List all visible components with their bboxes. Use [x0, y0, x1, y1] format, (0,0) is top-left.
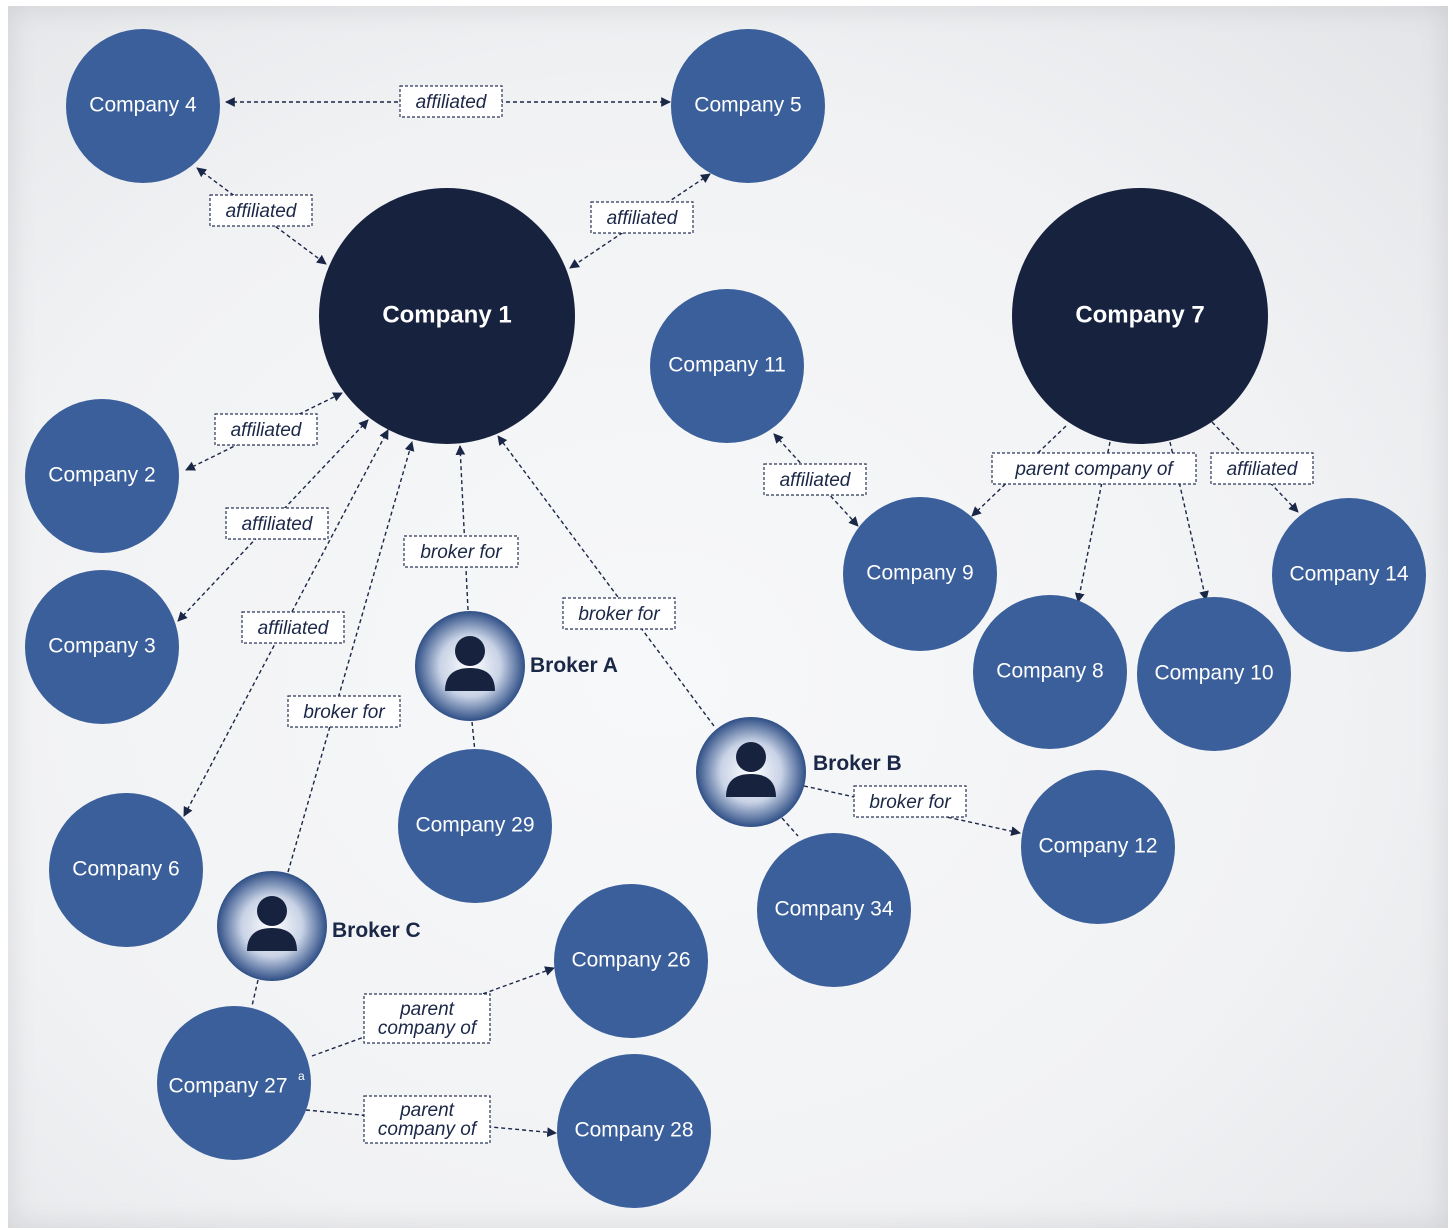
tag-company4-company5: affiliated — [399, 85, 503, 118]
tag-text-line2: company of — [378, 1119, 478, 1140]
edge-brokerA-company1 — [455, 445, 469, 611]
tag-company27-company28: parent company of — [363, 1095, 491, 1144]
tag-company5-company1: affiliated — [590, 201, 694, 234]
broker-a[interactable]: Broker A — [415, 611, 618, 721]
tag-company7-company14: affiliated — [1210, 452, 1314, 485]
node-label: Company 10 — [1154, 662, 1273, 685]
tag-text-line1: parent — [399, 1100, 455, 1121]
network-diagram: affiliated affiliated affiliated affilia… — [25, 29, 1426, 1208]
node-label: Company 2 — [48, 464, 155, 487]
tag-text: affiliated — [1227, 459, 1299, 480]
edge-brokerA-company29 — [471, 721, 476, 753]
edge-brokerB-company12 — [803, 785, 1021, 836]
tag-text: affiliated — [231, 420, 303, 441]
node-label: Company 29 — [415, 814, 534, 837]
diagram-canvas: affiliated affiliated affiliated affilia… — [8, 6, 1448, 1228]
tag-text: affiliated — [242, 514, 314, 535]
node-label: Company 12 — [1038, 835, 1157, 858]
tag-company11-company9: affiliated — [763, 463, 867, 496]
node-company4[interactable]: Company 4 — [66, 29, 220, 183]
node-company2[interactable]: Company 2 — [25, 399, 179, 553]
node-label: Company 28 — [574, 1119, 693, 1142]
broker-label: Broker A — [530, 654, 618, 677]
node-company28[interactable]: Company 28 — [557, 1054, 711, 1208]
node-company11[interactable]: Company 11 — [650, 289, 804, 443]
node-company26[interactable]: Company 26 — [554, 884, 708, 1038]
node-label: Company 27 — [168, 1075, 287, 1098]
tag-text: affiliated — [258, 618, 330, 639]
tag-text: broker for — [869, 792, 951, 813]
node-label: Company 6 — [72, 858, 179, 881]
tag-text: broker for — [578, 604, 660, 625]
tag-brokerA-company1: broker for — [403, 535, 519, 568]
edge-brokerC-company1 — [287, 441, 415, 873]
broker-label: Broker C — [332, 919, 421, 942]
node-label: Company 3 — [48, 635, 155, 658]
node-label: Company 4 — [89, 94, 197, 117]
edge-company7-company10 — [1169, 441, 1209, 601]
tag-company6-company1: affiliated — [241, 611, 345, 644]
edge-brokerB-company34 — [781, 817, 799, 837]
tag-company2-company1: affiliated — [214, 413, 318, 446]
tag-text: affiliated — [780, 470, 852, 491]
tag-brokerC-company1: broker for — [287, 695, 401, 728]
node-company9[interactable]: Company 9 — [843, 497, 997, 651]
tag-text: parent company of — [1014, 459, 1174, 480]
node-company27[interactable]: Company 27 a — [157, 1006, 311, 1160]
node-label: Company 1 — [382, 301, 511, 328]
tag-brokerB-company12: broker for — [853, 785, 967, 818]
node-company7[interactable]: Company 7 — [1012, 188, 1268, 444]
tag-text: affiliated — [226, 201, 298, 222]
node-label-superscript: a — [298, 1069, 305, 1083]
company-nodes: Company 1 Company 7 Company 4 Company 5 … — [25, 29, 1426, 1208]
node-company5[interactable]: Company 5 — [671, 29, 825, 183]
node-label: Company 5 — [694, 94, 801, 117]
node-company14[interactable]: Company 14 — [1272, 498, 1426, 652]
person-icon — [247, 896, 297, 951]
node-company8[interactable]: Company 8 — [973, 595, 1127, 749]
broker-nodes: Broker A Broker B Broker C — [217, 611, 902, 981]
tag-brokerB-company1: broker for — [562, 597, 676, 630]
node-company29[interactable]: Company 29 — [398, 749, 552, 903]
node-company6[interactable]: Company 6 — [49, 793, 203, 947]
broker-c[interactable]: Broker C — [217, 871, 421, 981]
edge-labels: affiliated affiliated affiliated affilia… — [209, 85, 1314, 1144]
person-icon — [726, 742, 776, 797]
node-label: Company 7 — [1075, 301, 1204, 328]
node-label: Company 8 — [996, 660, 1103, 683]
broker-label: Broker B — [813, 752, 902, 775]
node-company1[interactable]: Company 1 — [319, 188, 575, 444]
node-company3[interactable]: Company 3 — [25, 570, 179, 724]
node-company34[interactable]: Company 34 — [757, 833, 911, 987]
node-label: Company 34 — [774, 898, 893, 921]
node-label: Company 14 — [1289, 563, 1408, 586]
tag-company27-company26: parent company of — [363, 993, 491, 1044]
tag-text-line2: company of — [378, 1018, 478, 1039]
edge-brokerB-company1 — [497, 435, 715, 727]
node-label: Company 11 — [668, 354, 786, 377]
person-icon — [445, 636, 495, 691]
node-label: Company 26 — [571, 949, 690, 972]
tag-company3-company1: affiliated — [225, 507, 329, 540]
tag-text: broker for — [420, 542, 502, 563]
tag-text: affiliated — [607, 208, 679, 229]
edge-brokerC-company27 — [251, 979, 259, 1007]
tag-text: affiliated — [416, 92, 488, 113]
node-company10[interactable]: Company 10 — [1137, 597, 1291, 751]
node-company12[interactable]: Company 12 — [1021, 770, 1175, 924]
tag-company4-company1: affiliated — [209, 194, 313, 227]
edge-company7-company8 — [1074, 441, 1111, 603]
tag-company7-children: parent company of — [991, 452, 1197, 485]
node-label: Company 9 — [866, 562, 973, 585]
tag-text-line1: parent — [399, 999, 455, 1020]
tag-text: broker for — [303, 702, 385, 723]
broker-b[interactable]: Broker B — [696, 717, 902, 827]
